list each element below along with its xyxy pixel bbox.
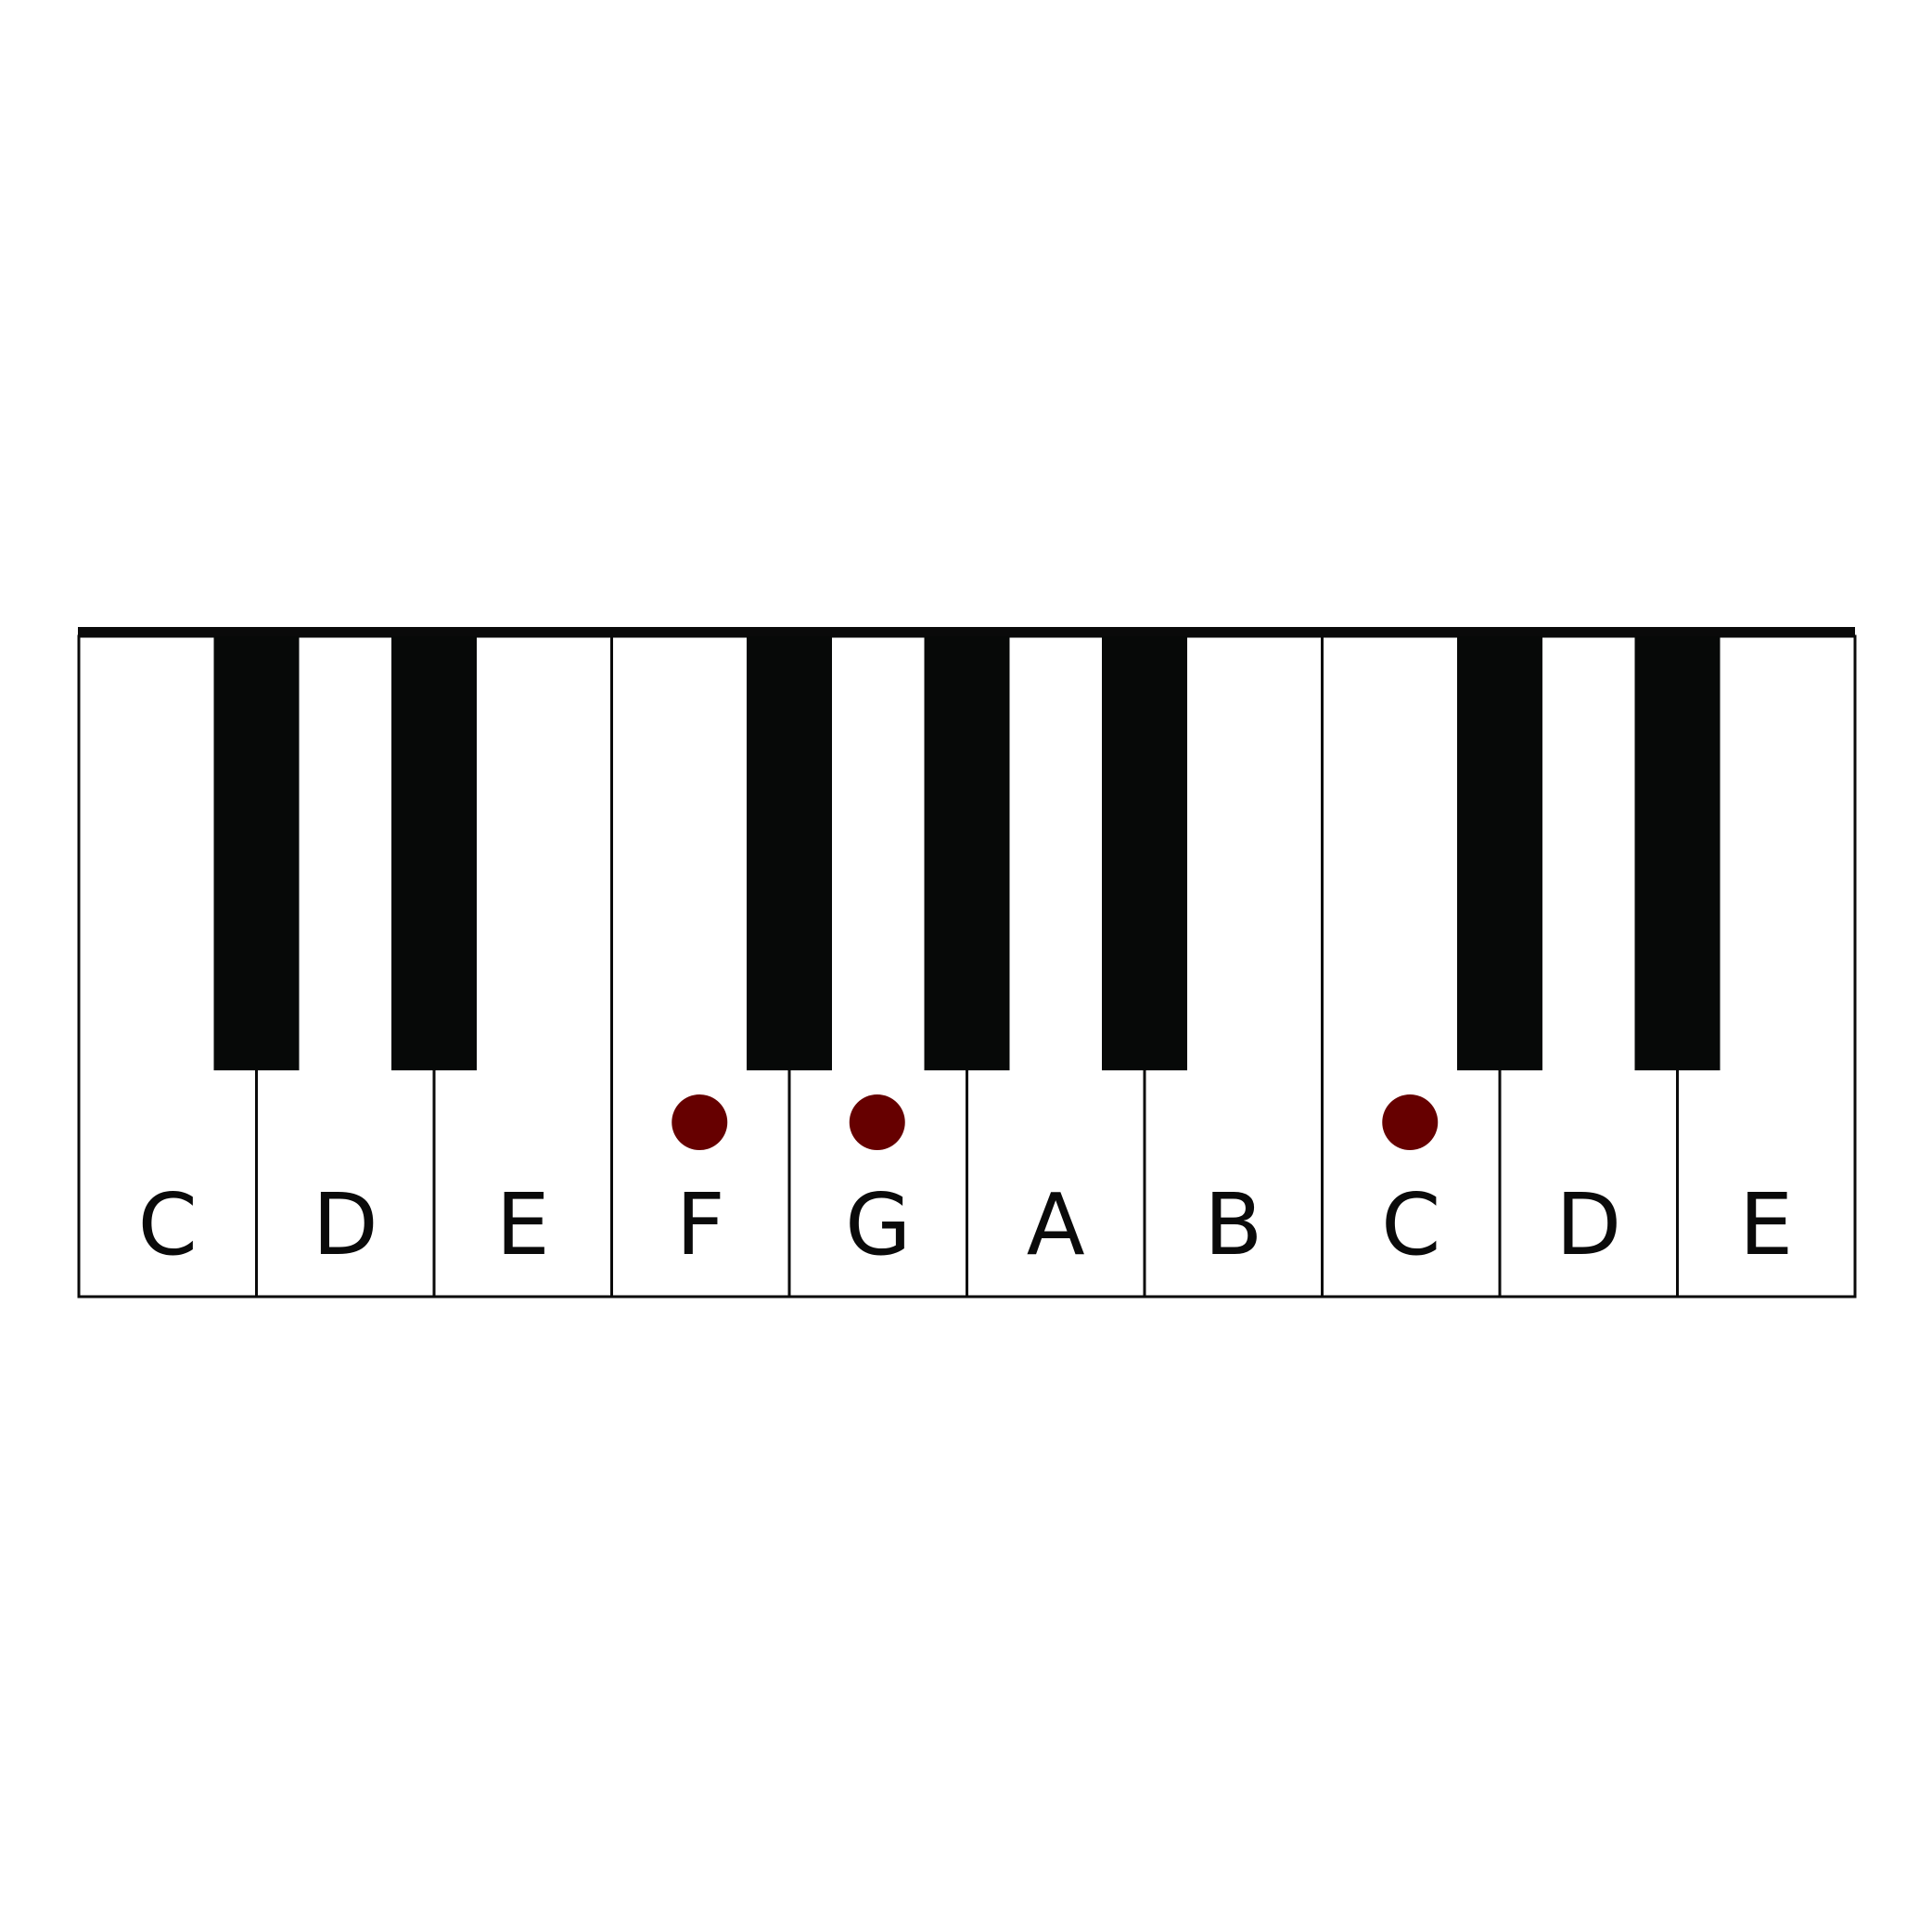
note-marker-c: [1382, 1094, 1439, 1150]
keyboard-top-bar: [78, 627, 1855, 637]
note-label: D: [313, 1175, 378, 1274]
note-label: D: [1555, 1175, 1621, 1274]
note-label: E: [496, 1175, 550, 1274]
black-key[interactable]: [1634, 636, 1721, 1070]
note-marker-g: [849, 1094, 905, 1150]
note-label: E: [1739, 1175, 1793, 1274]
note-label: C: [138, 1175, 198, 1274]
black-key[interactable]: [747, 636, 832, 1070]
note-label: G: [845, 1175, 911, 1274]
black-key[interactable]: [213, 636, 300, 1070]
note-marker-f: [672, 1094, 728, 1150]
note-label: A: [1027, 1175, 1085, 1274]
note-markers: [672, 1094, 1439, 1150]
black-key[interactable]: [1457, 636, 1542, 1070]
note-label: B: [1204, 1175, 1262, 1274]
note-label: F: [676, 1175, 725, 1274]
black-key[interactable]: [1102, 636, 1187, 1070]
note-label: C: [1381, 1175, 1440, 1274]
black-key[interactable]: [924, 636, 1010, 1070]
black-key[interactable]: [391, 636, 477, 1070]
black-keys: [213, 636, 1721, 1070]
